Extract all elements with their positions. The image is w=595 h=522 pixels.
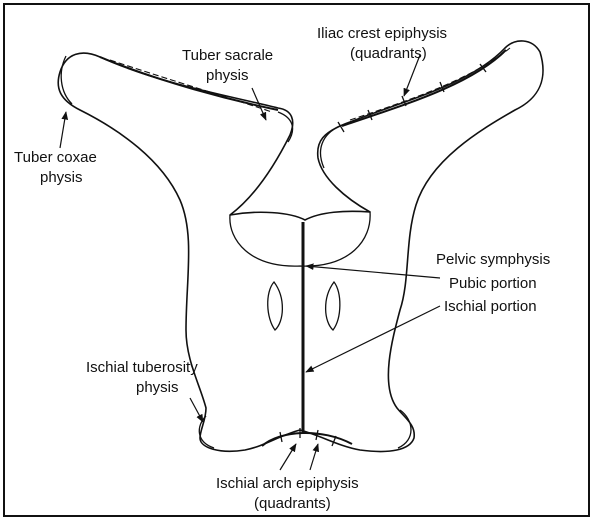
label-iliac-crest-1: Iliac crest epiphysis: [317, 25, 447, 42]
label-ischial-tuberosity-1: Ischial tuberosity: [86, 359, 198, 376]
label-ischial-tuberosity-2: physis: [136, 379, 179, 396]
leader-ischial-tuberosity: [190, 398, 203, 422]
label-tuber-coxae-1: Tuber coxae: [14, 149, 97, 166]
label-pubic-portion: Pubic portion: [449, 275, 537, 292]
pelvis-outline: [58, 41, 543, 452]
leader-tuber-coxae: [60, 112, 66, 148]
label-tuber-sacrale-2: physis: [206, 67, 249, 84]
label-ischial-arch-1: Ischial arch epiphysis: [216, 475, 359, 492]
label-pelvic-symphysis: Pelvic symphysis: [436, 251, 550, 268]
leader-ischial-arch-left: [280, 444, 296, 470]
label-ischial-arch-2: (quadrants): [254, 495, 331, 512]
label-iliac-crest-2: (quadrants): [350, 45, 427, 62]
label-tuber-sacrale-1: Tuber sacrale: [182, 47, 273, 64]
leader-ischial-arch-right: [310, 444, 318, 470]
label-ischial-portion: Ischial portion: [444, 298, 537, 315]
label-tuber-coxae-2: physis: [40, 169, 83, 186]
